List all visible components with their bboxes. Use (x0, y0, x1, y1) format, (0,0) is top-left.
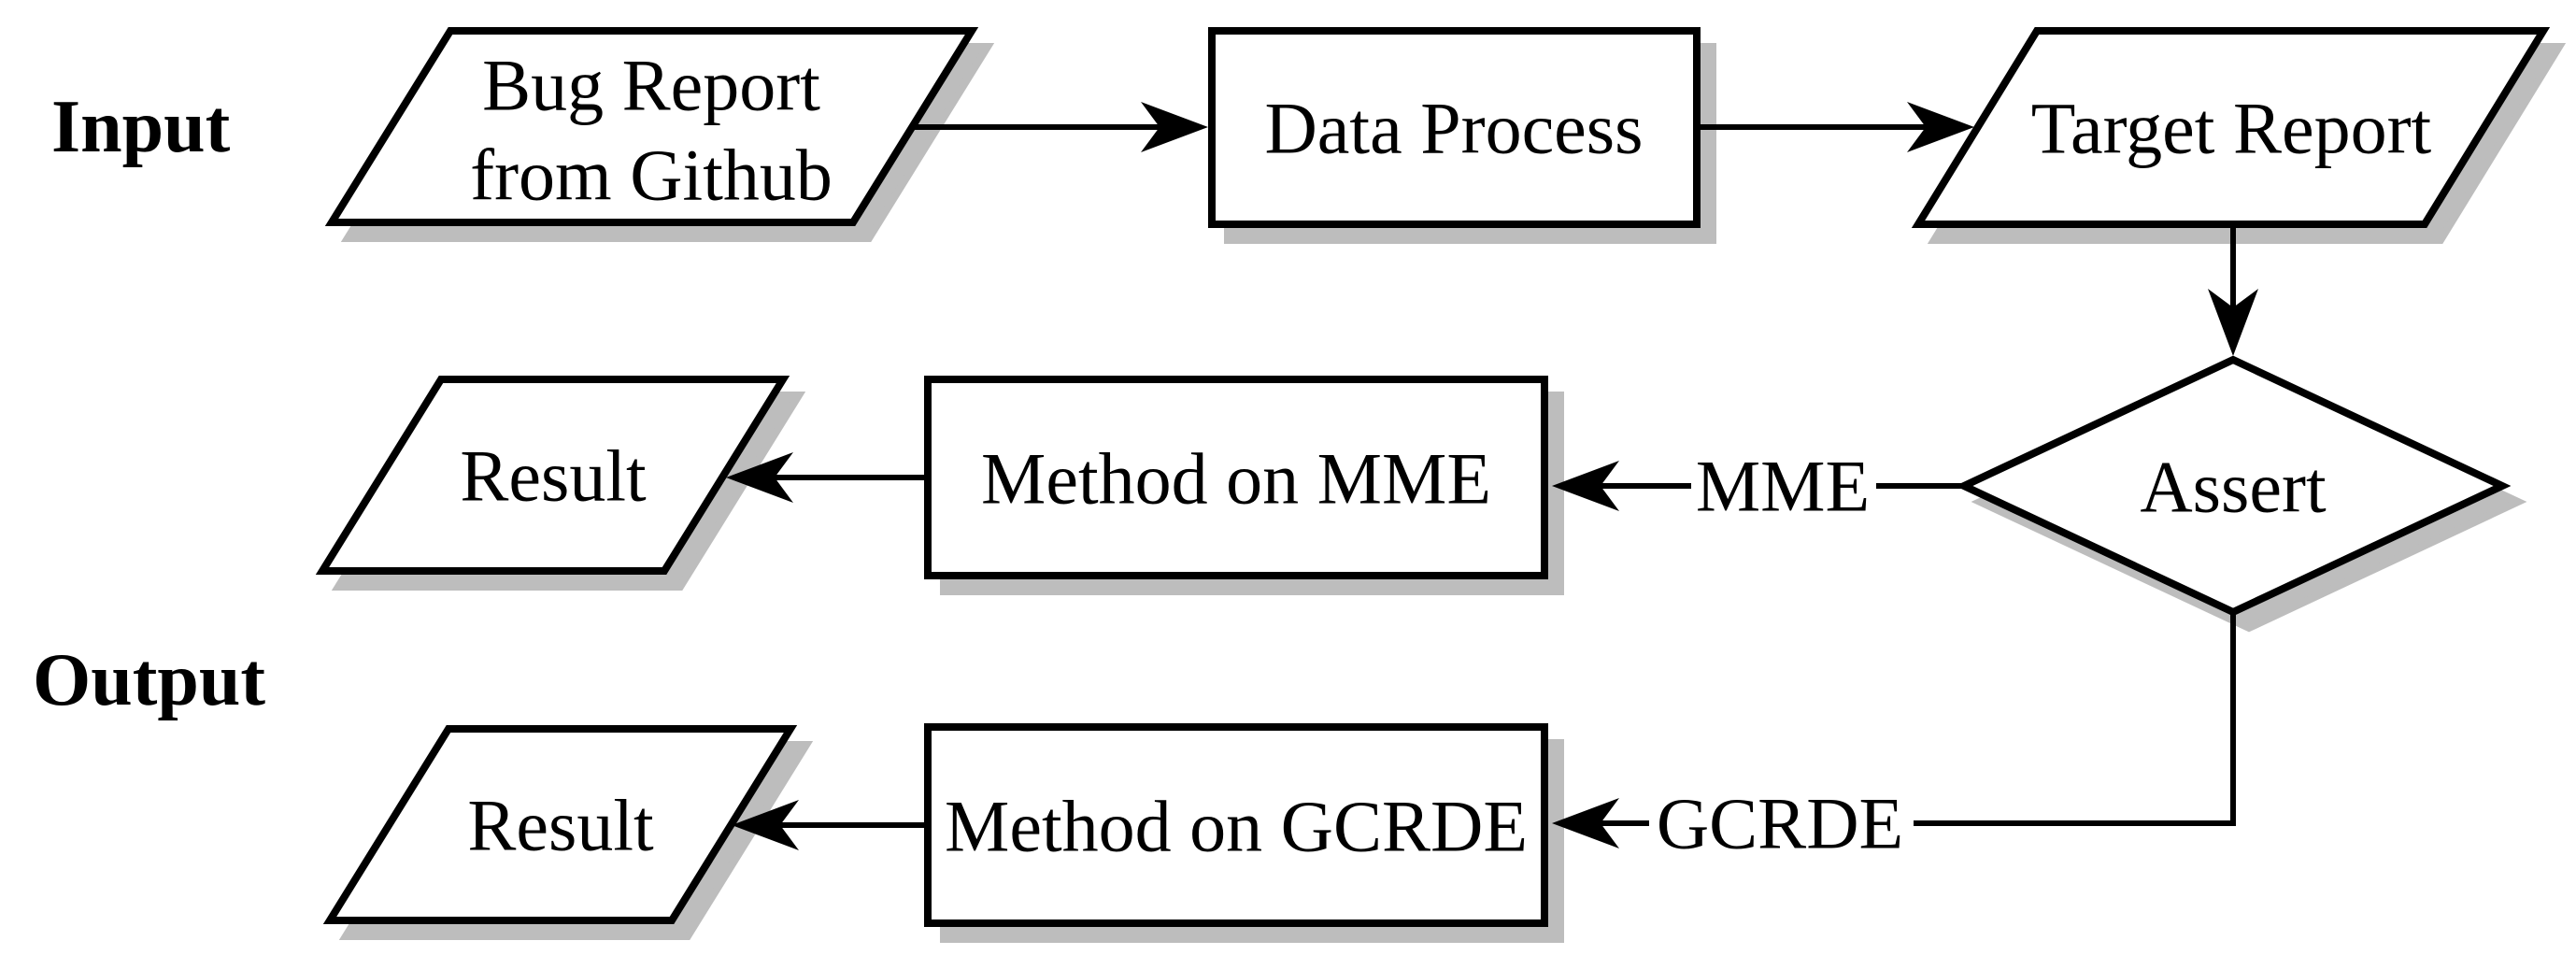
result-gcrde-shape (322, 725, 798, 924)
edge-methodgcrde-to-result (732, 800, 928, 850)
assert-label: Assert (2140, 447, 2327, 528)
edge-label-gcrde: GCRDE (1657, 783, 1903, 864)
edge-bugreport-to-dataprocess (912, 102, 1208, 152)
target-report-shape (1911, 27, 2551, 228)
edge-methodmme-to-result (726, 452, 928, 503)
row-label-output: Output (33, 639, 265, 721)
result-mme-label: Result (460, 435, 647, 517)
arrowhead-right-icon (1141, 102, 1208, 152)
node-method-mme: Method on MME (924, 376, 1564, 595)
edge-label-mme: MME (1696, 446, 1870, 527)
row-label-input: Input (51, 86, 231, 168)
result-gcrde-label: Result (467, 785, 654, 866)
node-method-gcrde: Method on GCRDE (924, 723, 1564, 943)
method-mme-shape (924, 376, 1548, 579)
result-mme-shape (315, 376, 790, 575)
arrowhead-left-icon (1552, 798, 1619, 848)
data-process-label: Data Process (1264, 88, 1643, 169)
edge-targetreport-to-assert (2208, 224, 2258, 356)
method-mme-label: Method on MME (981, 438, 1491, 520)
arrowhead-left-icon (726, 452, 793, 503)
method-gcrde-shape (924, 723, 1548, 927)
node-result-mme: Result (315, 376, 806, 591)
node-result-gcrde: Result (322, 725, 814, 940)
edge-assert-to-methodmme: MME (1552, 446, 1964, 527)
bug-report-shape (324, 27, 979, 226)
node-bug-report: Bug Report from Github (324, 27, 995, 242)
edge-dataprocess-to-targetreport (1697, 102, 1974, 152)
bug-report-label-line2: from Github (470, 135, 833, 216)
edge-polyline (1914, 612, 2236, 826)
node-target-report: Target Report (1911, 27, 2567, 244)
arrowhead-left-icon (732, 800, 799, 850)
arrowhead-right-icon (1907, 102, 1974, 152)
bug-report-label-line1: Bug Report (482, 45, 820, 126)
arrowhead-left-icon (1552, 461, 1619, 511)
edge-assert-to-methodgcrde: GCRDE (1552, 612, 2236, 864)
node-assert: Assert (1955, 355, 2527, 633)
target-report-label: Target Report (2031, 88, 2432, 169)
arrowhead-down-icon (2208, 289, 2258, 356)
method-gcrde-label: Method on GCRDE (945, 786, 1528, 867)
data-process-shape (1208, 27, 1701, 228)
node-data-process: Data Process (1208, 27, 1716, 244)
